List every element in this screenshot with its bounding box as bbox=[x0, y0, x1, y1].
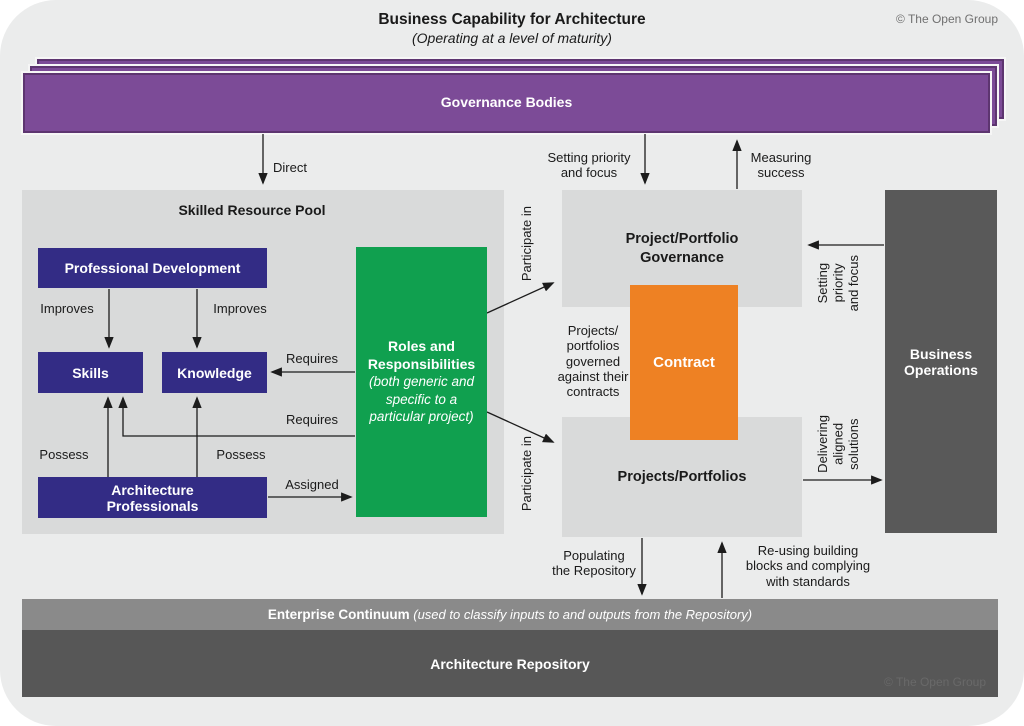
architecture-professionals-box: Architecture Professionals bbox=[38, 477, 267, 518]
connector-requires-skills bbox=[118, 396, 355, 437]
populating-repository-label: Populating the Repository bbox=[552, 548, 636, 579]
participate-in-top-label: Participate in bbox=[519, 206, 535, 282]
improves-left-label: Improves bbox=[40, 301, 94, 316]
enterprise-continuum-bar: Enterprise Continuum (used to classify i… bbox=[22, 599, 998, 630]
page-title: Business Capability for Architecture bbox=[378, 11, 646, 28]
skilled-resource-pool-title: Skilled Resource Pool bbox=[178, 202, 326, 218]
improves-right-label: Improves bbox=[213, 301, 267, 316]
setting-priority-right-label: Setting priority and focus bbox=[814, 254, 861, 312]
possess-right-label: Possess bbox=[216, 447, 266, 462]
enterprise-continuum-note: (used to classify inputs to and outputs … bbox=[409, 607, 753, 622]
enterprise-continuum-title: Enterprise Continuum bbox=[267, 607, 410, 622]
reusing-blocks-label: Re-using building blocks and complying w… bbox=[745, 543, 871, 589]
knowledge-box: Knowledge bbox=[162, 352, 267, 393]
delivering-solutions-label: Delivering aligned solutions bbox=[814, 415, 861, 473]
copyright-watermark: © The Open Group bbox=[883, 675, 986, 689]
governed-note-label: Projects/ portfolios governed against th… bbox=[557, 323, 629, 400]
measuring-success-label: Measuring success bbox=[750, 150, 812, 181]
architecture-repository-bar: Architecture Repository © The Open Group bbox=[22, 630, 998, 697]
skills-box: Skills bbox=[38, 352, 143, 393]
direct-label: Direct bbox=[273, 160, 307, 175]
roles-responsibilities-title: Roles and Responsibilities bbox=[367, 338, 476, 372]
project-portfolio-governance-label: Project/Portfolio Governance bbox=[625, 231, 739, 266]
business-operations-box: Business Operations bbox=[885, 190, 997, 533]
architecture-repository-label: Architecture Repository bbox=[430, 655, 590, 672]
governance-bodies-box: Governance Bodies bbox=[23, 73, 990, 133]
contract-box: Contract bbox=[630, 285, 738, 440]
roles-responsibilities-subtitle: (both generic and specific to a particul… bbox=[368, 374, 475, 425]
governance-bodies-label: Governance Bodies bbox=[440, 94, 573, 110]
setting-priority-top-label: Setting priority and focus bbox=[547, 150, 631, 181]
requires-bottom-label: Requires bbox=[285, 412, 339, 427]
roles-responsibilities-box: Roles and Responsibilities (both generic… bbox=[356, 247, 487, 517]
connector-participate-top bbox=[486, 282, 555, 314]
participate-in-bottom-label: Participate in bbox=[519, 436, 535, 512]
assigned-label: Assigned bbox=[285, 477, 339, 492]
professional-development-box: Professional Development bbox=[38, 248, 267, 288]
page-subtitle: (Operating at a level of maturity) bbox=[412, 30, 612, 46]
projects-portfolios-label: Projects/Portfolios bbox=[617, 468, 747, 485]
requires-top-label: Requires bbox=[285, 351, 339, 366]
connector-participate-bottom bbox=[486, 411, 555, 443]
copyright-top: © The Open Group bbox=[895, 12, 998, 26]
possess-left-label: Possess bbox=[39, 447, 89, 462]
